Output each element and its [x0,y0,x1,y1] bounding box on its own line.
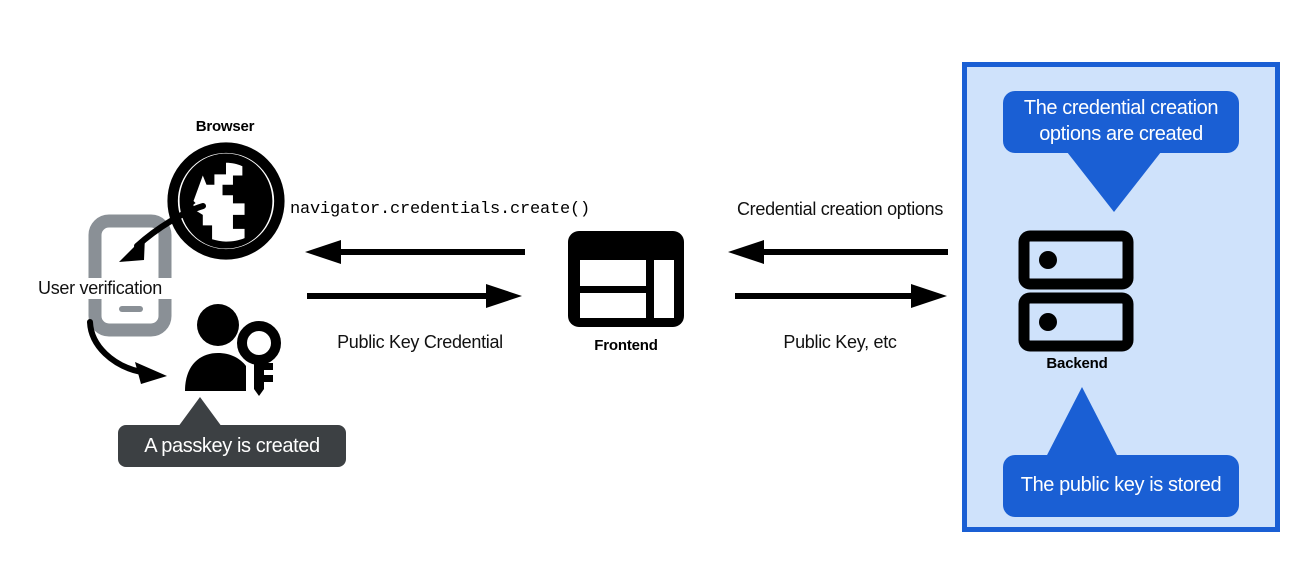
user-verification-label: User verification [38,278,188,299]
arrow-frontend-to-browser [305,240,527,264]
mobile-phone-icon [88,214,172,337]
public-key-stored-callout-pointer [1045,387,1119,459]
backend-panel: The credential creation options are crea… [962,62,1280,532]
arrow-backend-to-frontend [728,240,950,264]
dashboard-layout-icon [568,231,684,327]
arrow-browser-to-frontend [307,284,522,308]
credential-options-callout: The credential creation options are crea… [1003,91,1239,153]
public-key-etc-label: Public Key, etc [783,332,897,352]
frontend-label: Frontend [594,337,658,354]
passkey-tooltip-pointer [178,397,222,427]
person-with-key-icon [185,303,283,396]
browser-to-device-arrow [95,190,215,280]
credential-options-callout-pointer [1067,152,1161,212]
arrow-frontend-to-backend [735,284,947,308]
public-key-stored-callout: The public key is stored [1003,455,1239,517]
device-to-user-arrow [75,318,200,390]
passkey-created-tooltip: A passkey is created [118,425,346,467]
server-rack-icon [1018,230,1134,352]
globe-icon [167,142,285,260]
public-key-credential-label: Public Key Credential [337,332,503,352]
backend-label: Backend [1046,355,1108,372]
credential-creation-options-label: Credential creation options [736,199,944,219]
browser-label: Browser [195,118,255,135]
navigator-create-label: navigator.credentials.create() [290,200,591,219]
